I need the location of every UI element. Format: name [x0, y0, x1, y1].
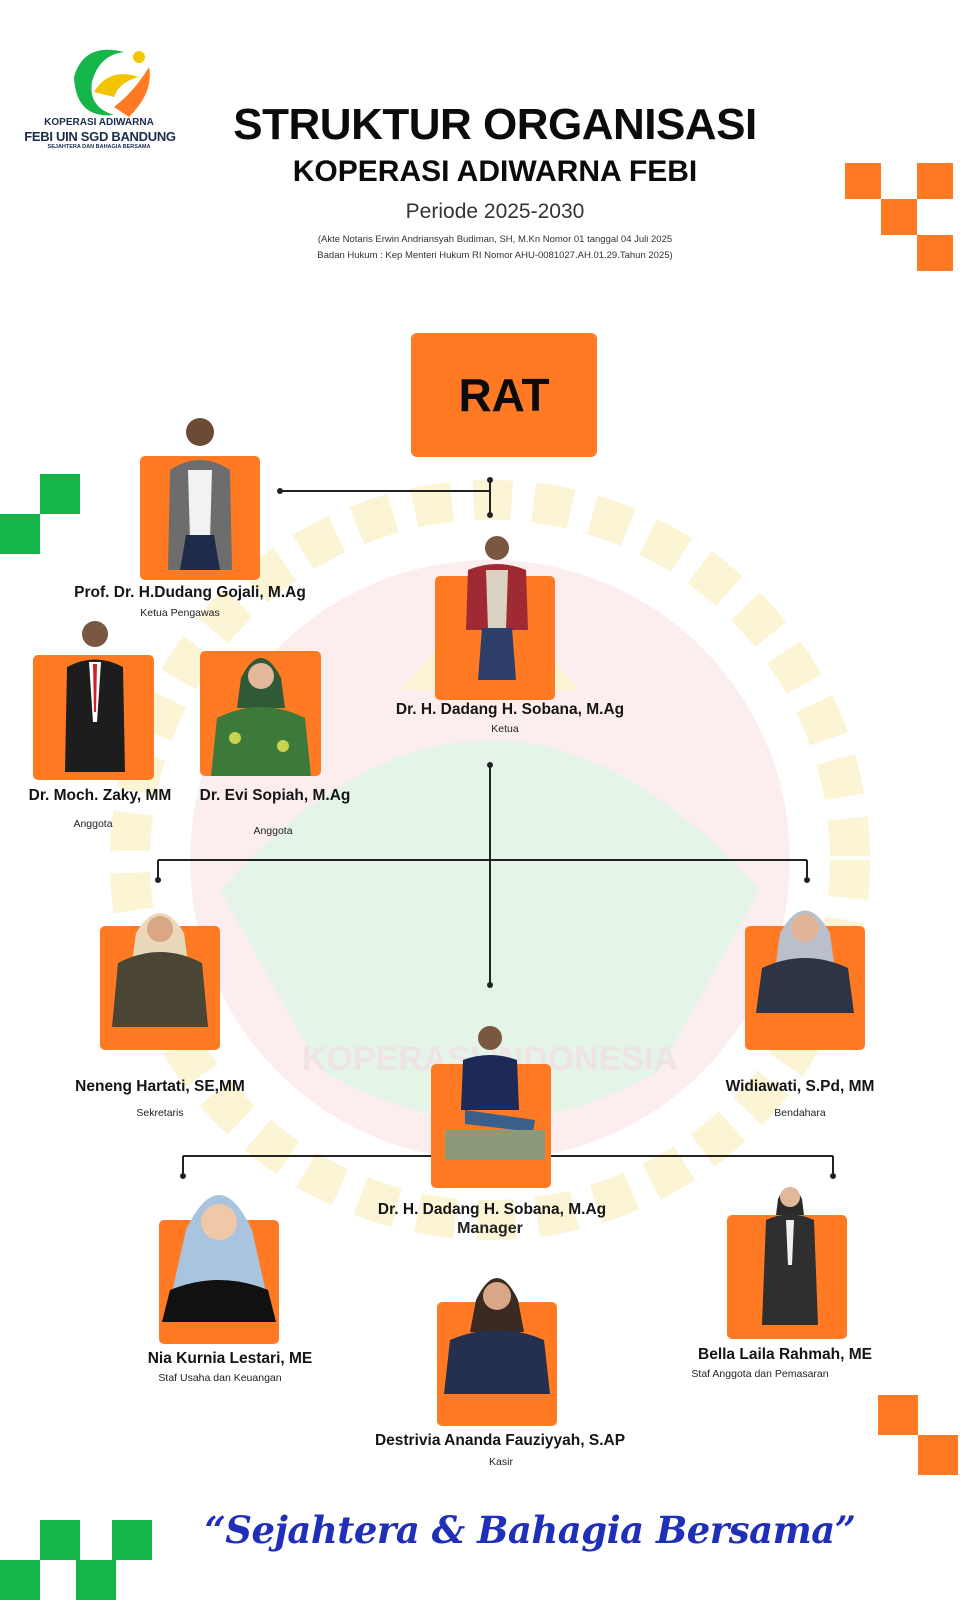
role-staf-anggota: Staf Anggota dan Pemasaran — [691, 1368, 829, 1380]
person-photo-staf-anggota — [762, 1187, 818, 1325]
role-bendahara: Bendahara — [774, 1107, 826, 1119]
role-ketua: Ketua — [491, 723, 519, 735]
person-photo-bendahara — [756, 910, 854, 1013]
name-sekretaris: Neneng Hartati, SE,MM — [75, 1078, 245, 1095]
role-anggota-1: Anggota — [73, 818, 113, 830]
green-pixel-decoration-left — [0, 474, 80, 554]
logo-text-line1: KOPERASI ADIWARNA — [44, 117, 154, 128]
name-anggota-1: Dr. Moch. Zaky, MM — [28, 787, 172, 804]
person-photo-sekretaris — [112, 913, 208, 1027]
person-photo-kasir — [444, 1278, 550, 1394]
legal-note-line1: (Akte Notaris Erwin Andriansyah Budiman,… — [317, 234, 673, 245]
period-label: Periode 2025-2030 — [405, 200, 585, 223]
page-title: STRUKTUR ORGANISASI — [233, 100, 757, 149]
name-ketua-pengawas: Prof. Dr. H.Dudang Gojali, M.Ag — [74, 584, 306, 601]
name-manager: Dr. H. Dadang H. Sobana, M.Ag — [377, 1201, 607, 1218]
name-kasir: Destrivia Ananda Fauziyyah, S.AP — [374, 1432, 626, 1449]
motto: “Sejahtera & Bahagia Bersama” — [204, 1508, 857, 1552]
person-photo-ketua — [466, 536, 528, 680]
orange-pixel-decoration-bottom-right — [878, 1395, 958, 1475]
rat-box: RAT — [411, 333, 597, 457]
logo-text-line2: FEBI UIN SGD BANDUNG — [24, 129, 176, 144]
role-sekretaris: Sekretaris — [136, 1107, 184, 1119]
person-photo-anggota-2 — [211, 658, 311, 776]
role-kasir: Kasir — [489, 1456, 513, 1468]
orange-pixel-decoration-top-right — [845, 163, 953, 271]
role-staf-usaha: Staf Usaha dan Keuangan — [158, 1372, 282, 1384]
role-ketua-pengawas: Ketua Pengawas — [140, 607, 220, 619]
name-staf-anggota: Bella Laila Rahmah, ME — [698, 1346, 872, 1363]
name-bendahara: Widiawati, S.Pd, MM — [725, 1078, 875, 1095]
legal-note-line2: Badan Hukum : Kep Menteri Hukum RI Nomor… — [317, 250, 673, 261]
koperasi-logo — [74, 49, 150, 117]
name-ketua: Dr. H. Dadang H. Sobana, M.Ag — [395, 701, 625, 718]
person-photo-anggota-1 — [65, 621, 125, 772]
logo-text-tagline: SEJAHTERA DAN BAHAGIA BERSAMA — [47, 144, 151, 150]
person-photo-manager — [445, 1026, 545, 1160]
name-anggota-2: Dr. Evi Sopiah, M.Ag — [199, 787, 351, 804]
role-anggota-2: Anggota — [253, 825, 293, 837]
green-pixel-decoration-bottom-left — [0, 1520, 152, 1600]
page-subtitle: KOPERASI ADIWARNA FEBI — [292, 155, 698, 188]
rat-label: RAT — [458, 369, 550, 421]
role-manager: Manager — [457, 1220, 523, 1237]
person-photo-staf-usaha — [162, 1195, 276, 1322]
name-staf-usaha: Nia Kurnia Lestari, ME — [147, 1350, 313, 1367]
person-photo-ketua-pengawas — [168, 418, 232, 570]
